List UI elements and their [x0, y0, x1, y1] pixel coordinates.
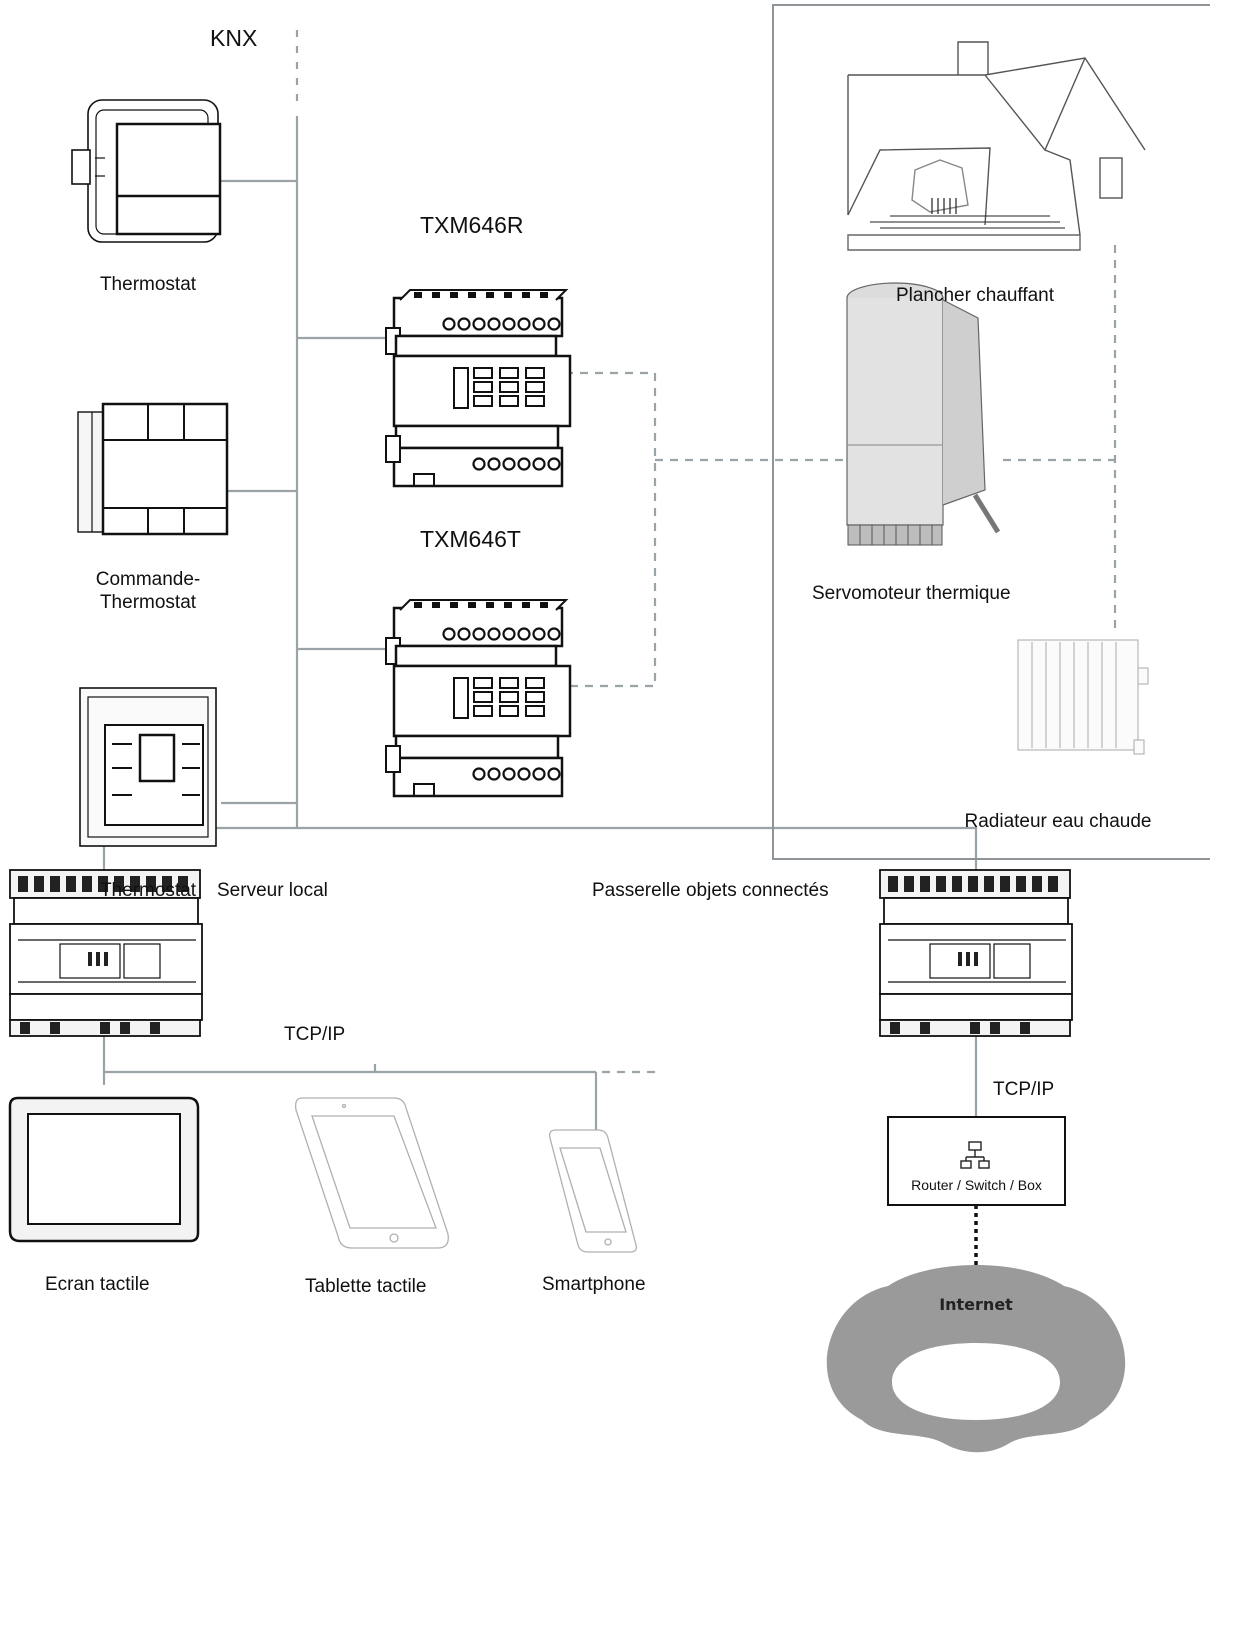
- tablet-icon: [294, 1097, 449, 1249]
- network-icon: [960, 1141, 990, 1169]
- internet-label: Internet: [939, 1295, 1013, 1314]
- touch-screen-label: Ecran tactile: [45, 1274, 150, 1295]
- din-rail-actuator-icon: [384, 288, 572, 488]
- smartphone-label: Smartphone: [542, 1274, 646, 1295]
- touch-screen-icon: [8, 1096, 200, 1243]
- thermostat-keypad-icon: [71, 99, 222, 243]
- heating-control-lines: [565, 245, 1117, 688]
- thermal-actuator-label: Servomoteur thermique: [812, 583, 1011, 604]
- router-label: Router / Switch / Box: [911, 1177, 1042, 1193]
- heating-panel-frame: [772, 4, 1210, 860]
- tcp-ip-lines: [102, 1035, 978, 1272]
- display-thermostat-label: Thermostat: [99, 880, 197, 901]
- gateway-module-icon: [879, 869, 1073, 1037]
- gateway-label: Passerelle objets connectés: [592, 880, 829, 901]
- gateway-tcp-ip-label: TCP/IP: [993, 1079, 1055, 1100]
- floor-heating-label: Plancher chauffant: [895, 285, 1055, 306]
- push-button-thermostat-label: Commande- Thermostat: [95, 569, 201, 614]
- radiator-label: Radiateur eau chaude: [964, 811, 1152, 832]
- knx-bus-lines: [102, 30, 978, 872]
- tablet-label: Tablette tactile: [305, 1276, 427, 1297]
- thermal-actuator-icon: [846, 282, 1001, 546]
- radiator-icon: [1017, 639, 1149, 755]
- knx-bus-label: KNX: [210, 25, 258, 51]
- push-button-thermostat-icon: [77, 402, 229, 536]
- thermostat-label: Thermostat: [99, 274, 197, 295]
- smartphone-icon: [548, 1129, 638, 1253]
- local-tcp-ip-label: TCP/IP: [284, 1024, 346, 1045]
- router-box: [887, 1116, 1066, 1206]
- house-floor-heating-icon: [847, 41, 1146, 251]
- thermostat-display-icon: [79, 687, 217, 847]
- cloud-icon: [826, 1265, 1126, 1453]
- actuator-txm646r-label: TXM646R: [420, 212, 524, 238]
- din-rail-actuator-icon: [384, 598, 572, 798]
- server-label: Serveur local: [217, 880, 328, 901]
- actuator-txm646t-label: TXM646T: [420, 526, 521, 552]
